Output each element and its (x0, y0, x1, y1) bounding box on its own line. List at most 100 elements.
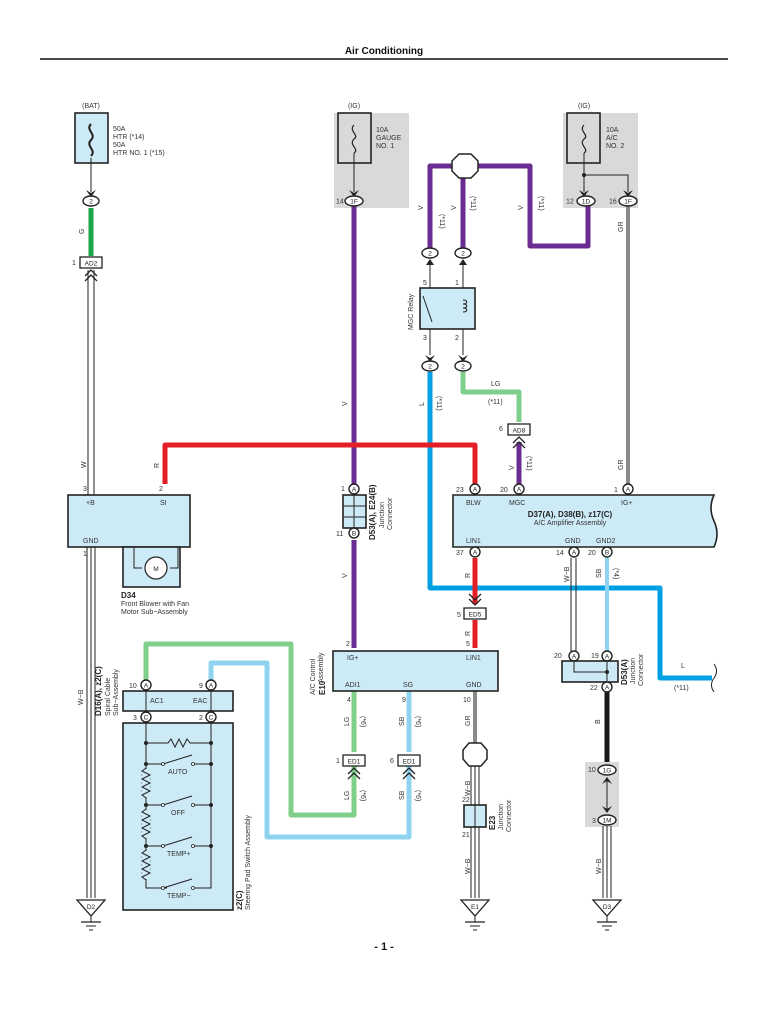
d53a-name1: Junction (630, 658, 637, 684)
wire-wb-label5: W−B (596, 858, 603, 874)
d53a-pin-c: 22 (590, 685, 598, 692)
wire-sb6-label: (*6) (414, 716, 421, 727)
d53a-conn-c (601, 681, 613, 693)
wire-v-label3: V (418, 205, 425, 210)
wire-wb-label: W−B (564, 566, 571, 582)
junction-dot (605, 670, 609, 674)
amp-label-lin1: LIN1 (466, 538, 481, 545)
connector-gauge (344, 195, 364, 207)
control-label-sg: SG (403, 682, 413, 689)
control-label-gnd: GND (466, 682, 482, 689)
bat-source-label: (BAT) (82, 103, 100, 110)
spiral-label-ac1: AC1 (150, 698, 164, 705)
e23-code: E23 (488, 815, 497, 830)
relay-conn-top1-label: 2 (428, 251, 432, 258)
control-code: E10 (318, 680, 327, 695)
bat-fuse-line1: 50A (113, 126, 126, 133)
ad8-pin: 6 (499, 426, 503, 433)
ed5-label: ED5 (469, 612, 482, 619)
junction-name1: Junction (379, 502, 386, 528)
ed1a-label: ED1 (348, 759, 361, 766)
arrow-icon (86, 190, 96, 197)
bat-fuse-line4: HTR NO. 1 (*15) (113, 150, 165, 157)
ed5-pin: 5 (457, 612, 461, 619)
wire-r-blw (162, 442, 478, 484)
wire-v-relay1 (427, 163, 457, 250)
steering-switch-box (122, 722, 234, 911)
control-pin-lin: 5 (466, 641, 470, 648)
relay-pin1: 1 (455, 280, 459, 287)
splice-point (462, 742, 488, 767)
amp-conn-mgc (513, 483, 525, 495)
junction-conn-a (348, 483, 360, 495)
relay-conn-top2-label: 2 (461, 251, 465, 258)
amp-pin-gnd2-num: 20 (588, 550, 596, 557)
amp-conn-gnd2 (601, 546, 613, 558)
splice-point (451, 153, 479, 179)
amp-conn-blw (469, 483, 481, 495)
gauge-pin: 14 (336, 199, 344, 206)
connector-1d-label: 1D (582, 199, 591, 206)
relay-conn-bot1 (421, 360, 439, 372)
blower-label-si: SI (160, 500, 167, 507)
blower-code: D34 (121, 591, 136, 600)
connector-ed1a (342, 754, 366, 767)
d53a-code: D53(A) (620, 659, 629, 685)
ac2-fuse-line1: 10A (606, 127, 619, 134)
d53a-conn-a-label: A (572, 654, 577, 661)
connector-1m (597, 814, 617, 826)
junction-conn-a-label: A (352, 487, 357, 494)
switch-temp-minus: TEMP− (167, 893, 191, 900)
wire-v-label2: V (342, 573, 349, 578)
ground-e1 (459, 899, 491, 931)
connector-bat (82, 195, 100, 207)
d53a-pin-b: 19 (591, 653, 599, 660)
wire-wb-label3: W−B (465, 858, 472, 874)
wire-l-label2: L (681, 663, 685, 670)
ac2-fuse-line3: NO. 2 (606, 143, 624, 150)
wire-l11-label2: (*11) (674, 685, 689, 692)
wire-v11-label4: (*11) (525, 456, 532, 471)
relay-label: MGC Relay (408, 293, 415, 330)
blower-label-gnd: GND (83, 538, 99, 545)
ad2-label: AD2 (85, 261, 98, 268)
wire-l (427, 372, 712, 681)
wire-v11-label: (*11) (438, 214, 445, 229)
wire-sb6-label2: (*6) (414, 790, 421, 801)
wire-r-label: R (154, 463, 161, 468)
amp-code: D37(A), D38(B), z17(C) (528, 510, 613, 519)
connector-gauge-label: 1F (350, 199, 358, 206)
d53a-name2: Connector (638, 653, 645, 686)
ac2-pin1: 12 (566, 199, 574, 206)
blower-name2: Motor Sub−Assembly (121, 609, 188, 616)
connector-ad8 (507, 423, 531, 436)
motor-leads (133, 547, 179, 569)
amp-pin-gnd-num: 14 (556, 550, 564, 557)
arrow-icon (602, 777, 612, 784)
amp-conn-gnd-label: A (572, 550, 577, 557)
connector-1m-label: 1M (602, 818, 611, 825)
relay-conn-bot1-label: 2 (428, 364, 432, 371)
wire-v11-label2: (*11) (469, 196, 476, 211)
amp-label-ig: IG+ (621, 500, 632, 507)
relay-conn-top1 (421, 247, 439, 259)
arrow-icon (349, 190, 359, 197)
resistor-icon (140, 849, 152, 881)
resistor-icon (140, 808, 152, 840)
chevron-up-icon (402, 767, 416, 780)
amp-conn-lin1-label: A (473, 550, 478, 557)
control-label-lin: LIN1 (466, 655, 481, 662)
spiral-pin-eac: 9 (199, 683, 203, 690)
control-label-adi: ADI1 (345, 682, 361, 689)
spiral-code: D16(A), z2(C) (94, 666, 103, 716)
wire-lg-label3: LG (344, 791, 351, 800)
control-name1: A/C Control (310, 658, 317, 695)
spiral-conn-c3-label: C (144, 715, 149, 722)
junction-conn-b (348, 527, 360, 539)
ed1a-pin: 1 (336, 758, 340, 765)
fuse-icon (351, 124, 357, 154)
node-dots (144, 741, 213, 848)
chevron-down-icon (468, 593, 482, 606)
amp-label-blw: BLW (466, 500, 481, 507)
arrow-icon (623, 190, 633, 197)
